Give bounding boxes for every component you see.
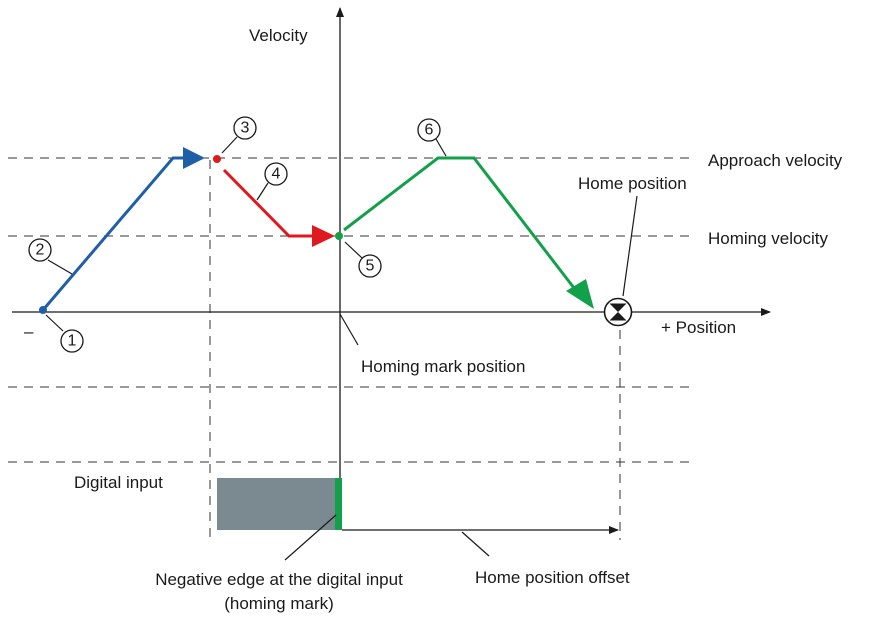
marker-6-label: 6 <box>425 122 434 139</box>
marker-5: 5 <box>344 241 382 278</box>
marker-3-label: 3 <box>241 120 250 137</box>
digital-input-signal <box>217 478 335 530</box>
home-position-leader <box>622 195 638 297</box>
home-position-label: Home position <box>578 174 687 193</box>
velocity-axis-label: Velocity <box>249 26 308 45</box>
negative-edge-label-line1: Negative edge at the digital input <box>155 570 403 589</box>
home-position-icon <box>603 297 633 327</box>
negative-edge-leader <box>284 514 337 561</box>
homing-mark-dot <box>335 232 343 240</box>
red-deceleration-segment <box>222 168 314 238</box>
green-arrowhead <box>566 279 594 309</box>
home-position-offset-label: Home position offset <box>475 568 630 587</box>
marker-2-label: 2 <box>36 242 45 259</box>
marker-4: 4 <box>256 162 288 201</box>
digital-input-label: Digital input <box>74 473 163 492</box>
green-home-segment <box>343 156 576 289</box>
homing-mark-position-label: Homing mark position <box>361 357 525 376</box>
homing-mark-leader <box>339 313 359 346</box>
start-point-dot <box>39 306 47 314</box>
position-axis-label: + Position <box>661 318 736 337</box>
marker-3: 3 <box>221 116 257 154</box>
home-position-offset-leader <box>461 531 490 557</box>
homing-velocity-label: Homing velocity <box>708 229 828 248</box>
approach-velocity-label: Approach velocity <box>708 151 843 170</box>
homing-mark-edge <box>335 478 342 530</box>
marker-6: 6 <box>417 118 447 157</box>
blue-acceleration-segment <box>41 156 186 311</box>
marker-1-label: 1 <box>68 333 77 350</box>
blue-arrowhead <box>183 147 205 169</box>
marker-4-label: 4 <box>272 166 281 183</box>
reversal-point-dot <box>213 155 221 163</box>
marker-2: 2 <box>28 238 73 275</box>
marker-5-label: 5 <box>366 258 375 275</box>
negative-sign-label: – <box>24 322 34 341</box>
negative-edge-label-line2: (homing mark) <box>224 594 334 613</box>
marker-1: 1 <box>45 314 84 353</box>
red-arrowhead <box>312 225 335 247</box>
